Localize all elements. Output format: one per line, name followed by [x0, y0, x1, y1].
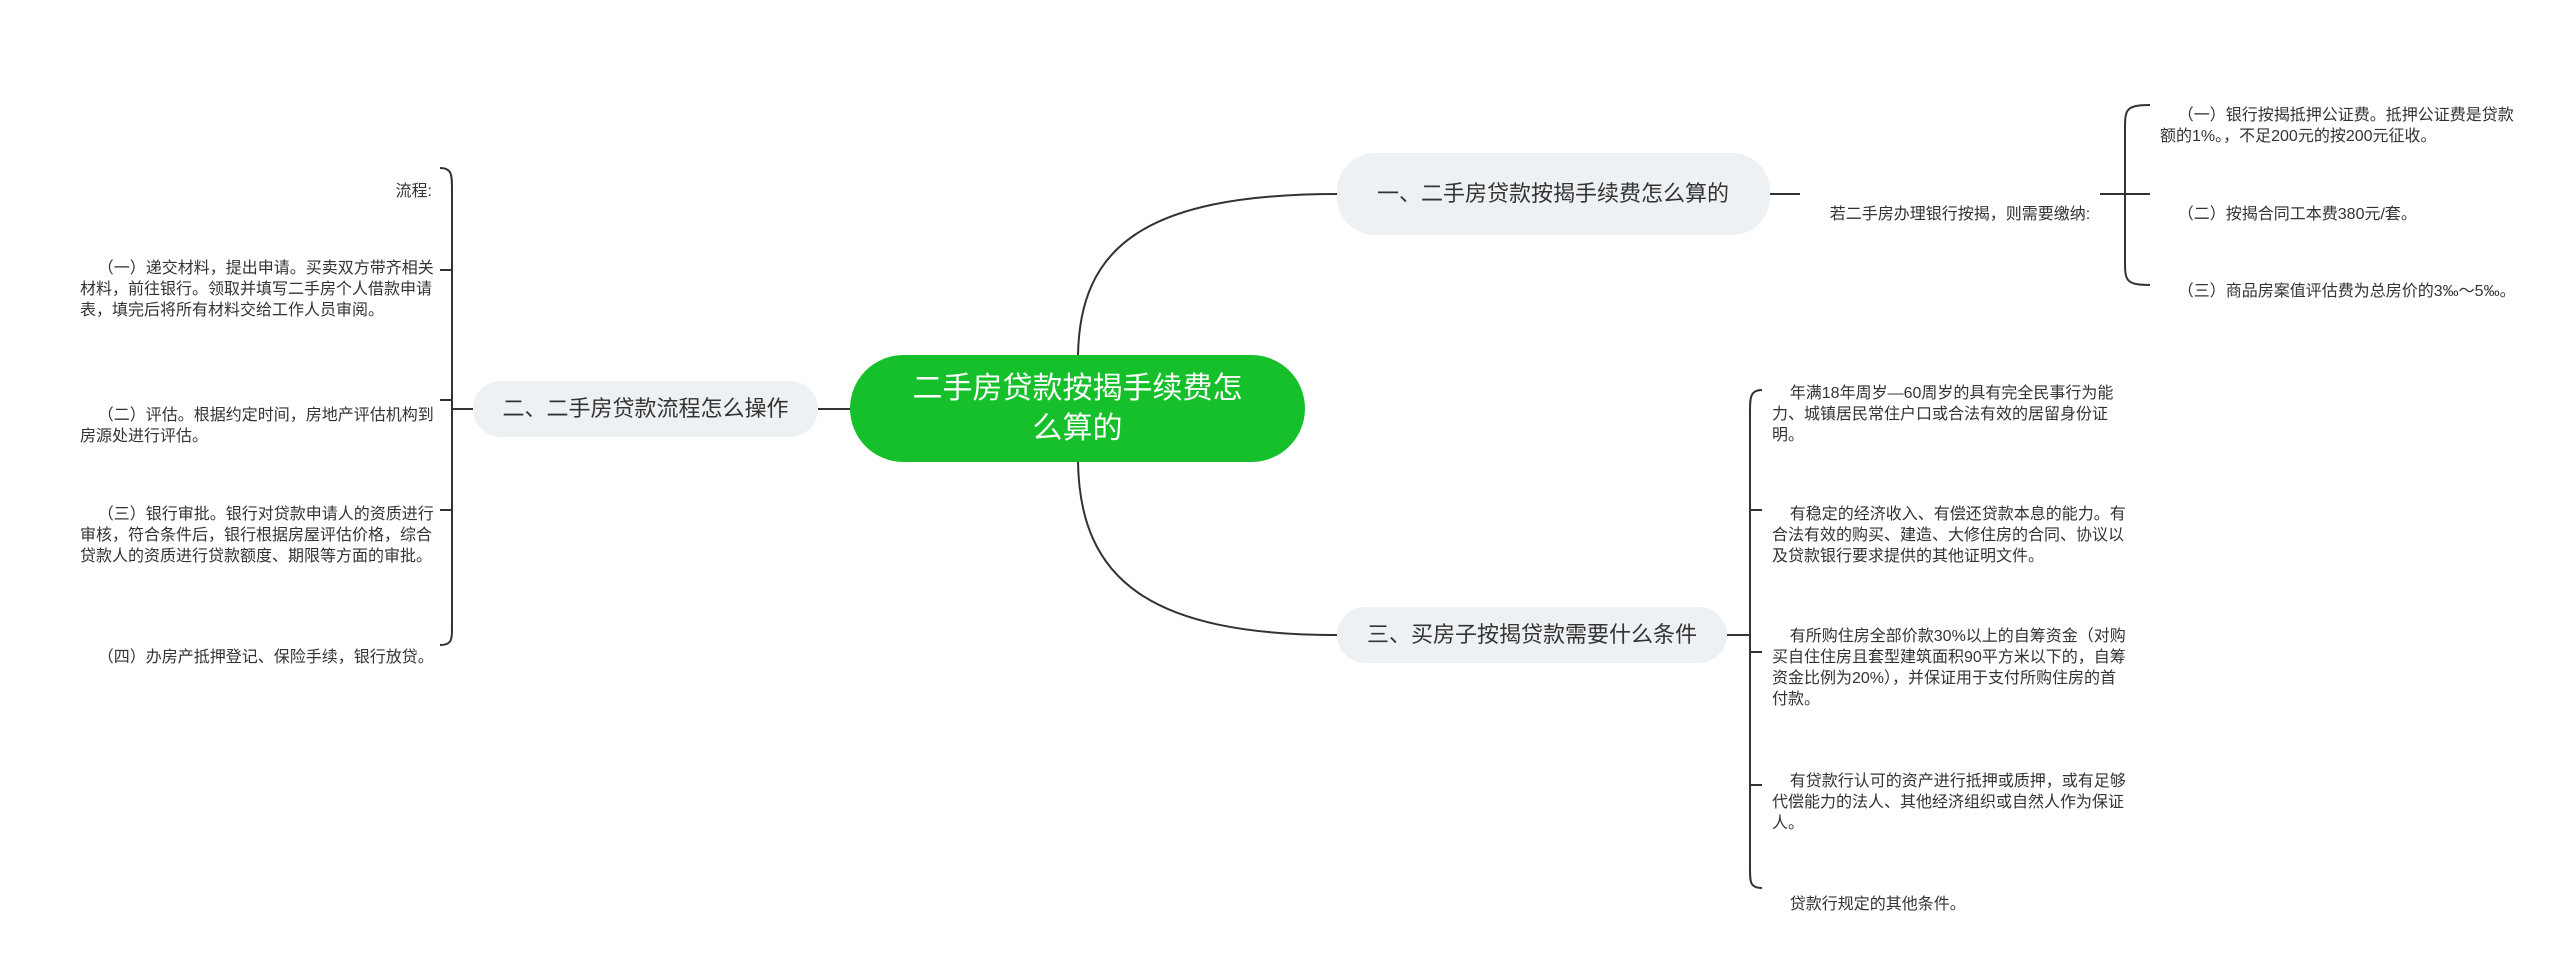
leaf-text: （二）评估。根据约定时间，房地产评估机构到房源处进行评估。	[80, 407, 434, 445]
leaf-text: （二）按揭合同工本费380元/套。	[2177, 206, 2417, 223]
leaf-condition-2[interactable]: 有稳定的经济收入、有偿还贷款本息的能力。有合法有效的购买、建造、大修住房的合同、…	[1772, 483, 2132, 588]
link-root-branch1	[1077, 193, 1338, 356]
leaf-text: 流程:	[395, 183, 432, 200]
leaf-process-header[interactable]: 流程:	[80, 160, 432, 223]
branch-label: 二、二手房贷款流程怎么操作	[502, 396, 789, 421]
leaf-text: 有贷款行认可的资产进行抵押或质押，或有足够代偿能力的法人、其他经济组织或自然人作…	[1772, 773, 2126, 832]
leaf-process-step3[interactable]: （三）银行审批。银行对贷款申请人的资质进行审核，符合条件后，银行根据房屋评估价格…	[80, 483, 435, 588]
branch-label: 一、二手房贷款按揭手续费怎么算的	[1377, 181, 1730, 206]
leaf-fee-notary[interactable]: （一）银行按揭抵押公证费。抵押公证费是贷款额的1%。，不足200元的按200元征…	[2160, 84, 2520, 168]
branch-node-process[interactable]: 二、二手房贷款流程怎么操作	[473, 381, 818, 437]
leaf-text: （一）递交材料，提出申请。买卖双方带齐相关材料，前往银行。领取并填写二手房个人借…	[80, 260, 434, 319]
bracket-branch3	[1749, 389, 1763, 889]
bracket-branch2	[439, 167, 453, 646]
leaf-text: （四）办房产抵押登记、保险手续，银行放贷。	[97, 649, 434, 666]
leaf-fee-appraisal[interactable]: （三）商品房案值评估费为总房价的3‰～5‰。	[2160, 260, 2520, 323]
leaf-text: 年满18年周岁—60周岁的具有完全民事行为能力、城镇居民常住户口或合法有效的居留…	[1772, 385, 2114, 444]
leaf-text: 有稳定的经济收入、有偿还贷款本息的能力。有合法有效的购买、建造、大修住房的合同、…	[1772, 506, 2126, 565]
sub-node-fees-intro[interactable]: 若二手房办理银行按揭，则需要缴纳:	[1812, 183, 2102, 246]
leaf-process-step4[interactable]: （四）办房产抵押登记、保险手续，银行放贷。	[80, 626, 435, 689]
branch-node-conditions[interactable]: 三、买房子按揭贷款需要什么条件	[1337, 607, 1727, 663]
root-label: 二手房贷款按揭手续费怎么算的	[912, 371, 1243, 445]
branch-label: 三、买房子按揭贷款需要什么条件	[1366, 622, 1697, 647]
leaf-condition-5[interactable]: 贷款行规定的其他条件。	[1772, 873, 2132, 936]
leaf-text: 贷款行规定的其他条件。	[1789, 896, 1966, 913]
leaf-condition-1[interactable]: 年满18年周岁—60周岁的具有完全民事行为能力、城镇居民常住户口或合法有效的居留…	[1772, 362, 2132, 467]
leaf-text: 有所购住房全部价款30%以上的自筹资金（对购买自住住房且套型建筑面积90平方米以…	[1772, 628, 2126, 708]
leaf-text: （三）商品房案值评估费为总房价的3‰～5‰。	[2177, 283, 2516, 300]
leaf-condition-4[interactable]: 有贷款行认可的资产进行抵押或质押，或有足够代偿能力的法人、其他经济组织或自然人作…	[1772, 750, 2132, 855]
leaf-fee-contract[interactable]: （二）按揭合同工本费380元/套。	[2160, 183, 2520, 246]
leaf-process-step1[interactable]: （一）递交材料，提出申请。买卖双方带齐相关材料，前往银行。领取并填写二手房个人借…	[80, 237, 435, 342]
leaf-text: 若二手房办理银行按揭，则需要缴纳:	[1829, 206, 2091, 223]
branch-node-fees[interactable]: 一、二手房贷款按揭手续费怎么算的	[1337, 153, 1770, 235]
link-root-branch3	[1077, 461, 1338, 636]
root-node[interactable]: 二手房贷款按揭手续费怎么算的	[850, 355, 1305, 462]
leaf-process-step2[interactable]: （二）评估。根据约定时间，房地产评估机构到房源处进行评估。	[80, 384, 435, 468]
leaf-text: （三）银行审批。银行对贷款申请人的资质进行审核，符合条件后，银行根据房屋评估价格…	[80, 506, 434, 565]
leaf-text: （一）银行按揭抵押公证费。抵押公证费是贷款额的1%。，不足200元的按200元征…	[2160, 107, 2514, 145]
leaf-condition-3[interactable]: 有所购住房全部价款30%以上的自筹资金（对购买自住住房且套型建筑面积90平方米以…	[1772, 605, 2132, 731]
